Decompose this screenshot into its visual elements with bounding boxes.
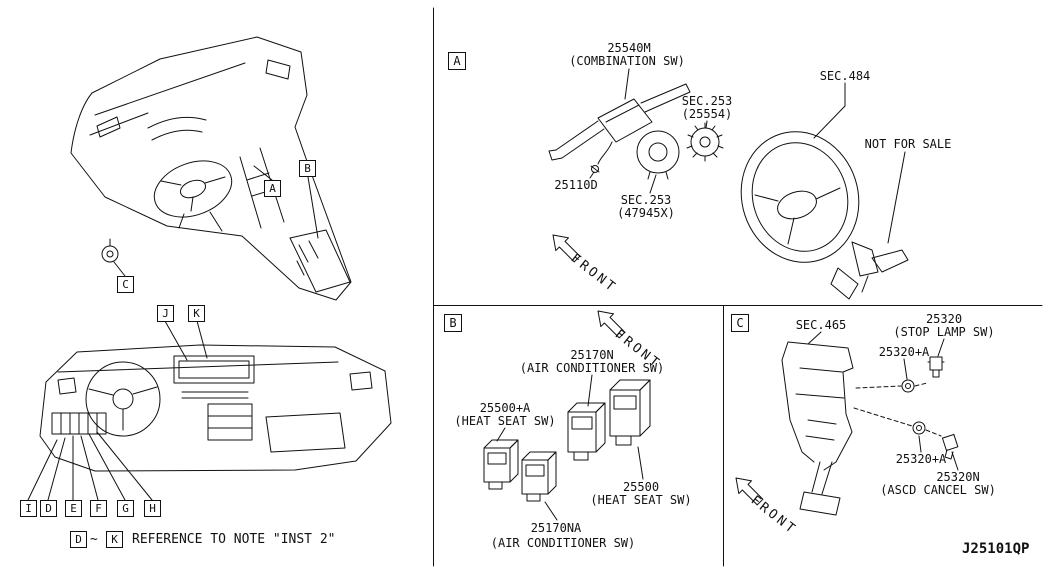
label-25500a: 25500+A bbox=[479, 401, 531, 415]
callout-f: F bbox=[90, 500, 107, 517]
panel-label-b: B bbox=[444, 314, 462, 332]
callout-g: G bbox=[117, 500, 134, 517]
label-not-for-sale: NOT FOR SALE bbox=[864, 137, 952, 151]
panel-dividers bbox=[433, 7, 1043, 567]
callout-h: H bbox=[144, 500, 161, 517]
brake-pedal-drawing bbox=[781, 341, 854, 516]
callout-leader-lines-top bbox=[113, 165, 319, 277]
steering-wheel-drawing bbox=[740, 131, 860, 263]
note-range-start-box: D bbox=[70, 531, 87, 548]
label-25170na-name: (AIR CONDITIONER SW) bbox=[490, 536, 636, 550]
stop-lamp-switch-drawing bbox=[927, 356, 945, 378]
label-25500: 25500 bbox=[622, 480, 660, 494]
dashboard-front-drawing bbox=[39, 344, 392, 472]
label-combination-sw-part: 25540M bbox=[607, 41, 651, 55]
washer-lower-drawing bbox=[912, 421, 926, 435]
front-arrow-c bbox=[735, 477, 764, 506]
spiral-cable-drawing bbox=[686, 122, 724, 162]
label-25110d: 25110D bbox=[554, 178, 598, 192]
front-arrow-b bbox=[597, 310, 626, 339]
note-range-end-box: K bbox=[106, 531, 123, 548]
callout-k: K bbox=[188, 305, 205, 322]
label-combination-sw-name: (COMBINATION SW) bbox=[569, 54, 685, 68]
label-sec253-spring: SEC.253 bbox=[620, 193, 672, 207]
clock-spring-drawing bbox=[636, 130, 680, 180]
label-sec253-coil-part: (25554) bbox=[681, 107, 733, 121]
label-25170n-name: (AIR CONDITIONER SW) bbox=[519, 361, 665, 375]
dashboard-perspective-drawing bbox=[70, 36, 352, 301]
callout-j: J bbox=[157, 305, 174, 322]
paddle-lever-drawing bbox=[830, 241, 909, 300]
label-25170na: 25170NA bbox=[530, 521, 582, 535]
label-sec253-spring-part: (47945X) bbox=[617, 206, 675, 220]
callout-c: C bbox=[117, 276, 134, 293]
callout-i: I bbox=[20, 500, 37, 517]
section-a-leader-lines bbox=[589, 68, 906, 244]
callout-e: E bbox=[65, 500, 82, 517]
front-arrow-a bbox=[552, 234, 581, 263]
section-c-dashed-lines bbox=[853, 382, 942, 437]
label-25500a-name: (HEAT SEAT SW) bbox=[454, 414, 556, 428]
label-25320n-name: (ASCD CANCEL SW) bbox=[880, 483, 996, 497]
label-sec465: SEC.465 bbox=[795, 318, 847, 332]
label-25500-name: (HEAT SEAT SW) bbox=[590, 493, 692, 507]
callout-d: D bbox=[40, 500, 57, 517]
label-sec253-coil: SEC.253 bbox=[681, 94, 733, 108]
ascd-cancel-switch-drawing bbox=[941, 433, 959, 460]
section-b-leader-lines bbox=[496, 374, 644, 521]
label-25320a-upper: 25320+A bbox=[878, 345, 930, 359]
note-range-tilde: ~ bbox=[90, 532, 98, 547]
callout-a: A bbox=[264, 180, 281, 197]
switch-cluster-drawing bbox=[483, 379, 651, 502]
label-25320n: 25320N bbox=[936, 470, 980, 484]
diagram-code: J25101QP bbox=[962, 541, 1030, 557]
label-sec484: SEC.484 bbox=[819, 69, 871, 83]
panel-label-a: A bbox=[448, 52, 466, 70]
label-25170n: 25170N bbox=[570, 348, 614, 362]
label-25320: 25320 bbox=[925, 312, 963, 326]
callout-leader-lines-bottom bbox=[27, 320, 208, 501]
reference-note-text: REFERENCE TO NOTE "INST 2" bbox=[132, 532, 336, 547]
combination-switch-drawing bbox=[548, 83, 691, 173]
label-25320a-lower: 25320+A bbox=[895, 452, 947, 466]
washer-upper-drawing bbox=[901, 379, 915, 393]
panel-label-c: C bbox=[731, 314, 749, 332]
label-25320-name: (STOP LAMP SW) bbox=[893, 325, 995, 339]
callout-b: B bbox=[299, 160, 316, 177]
section-c-leader-lines bbox=[807, 331, 959, 471]
